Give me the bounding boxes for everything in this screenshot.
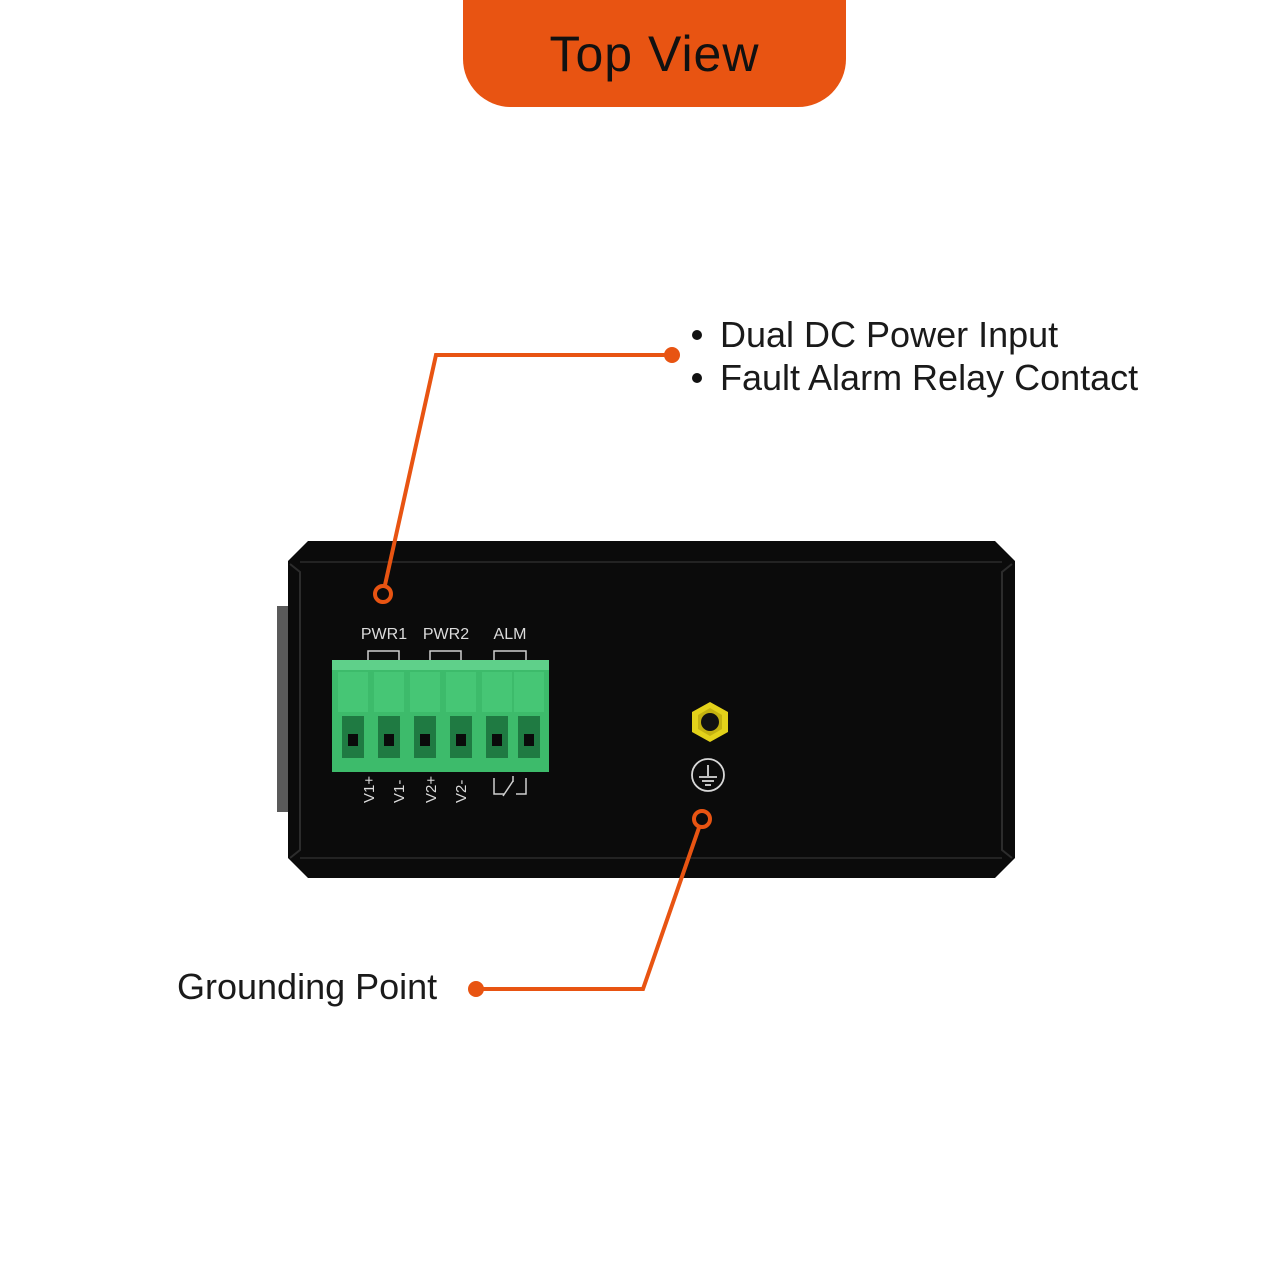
callout-fault-alarm: Fault Alarm Relay Contact <box>692 356 1138 399</box>
callout-text: Dual DC Power Input <box>720 314 1059 355</box>
grounding-callout-leader <box>468 809 712 997</box>
terminal-slots <box>338 672 544 758</box>
terminal-block-icon <box>332 660 549 772</box>
group-label-alm: ALM <box>494 626 527 643</box>
power-callout-leader <box>373 347 680 604</box>
terminal-block-body <box>332 660 549 772</box>
callout-dot <box>664 347 680 363</box>
group-brackets <box>367 650 527 660</box>
pin-label-v1-minus: V1- <box>391 780 408 803</box>
din-rail-clip <box>277 606 289 812</box>
group-label-pwr1: PWR1 <box>361 626 407 643</box>
callout-ring <box>692 809 712 829</box>
grounding-callout: Grounding Point <box>177 966 438 1007</box>
pin-label-v2-minus: V2- <box>453 780 470 803</box>
ground-screw-icon <box>692 702 728 742</box>
page-title: Top View <box>549 25 760 82</box>
callout-text: Fault Alarm Relay Contact <box>720 357 1139 398</box>
callout-dot <box>468 981 484 997</box>
relay-contact-icon <box>493 776 527 797</box>
header-tab: Top View <box>463 0 846 107</box>
power-callout-list: Dual DC Power Input Fault Alarm Relay Co… <box>692 313 1138 399</box>
callout-dual-dc-power: Dual DC Power Input <box>692 313 1138 356</box>
earth-ground-icon <box>691 758 725 792</box>
pin-label-v2-plus: V2+ <box>423 776 440 803</box>
group-label-pwr2: PWR2 <box>423 626 469 643</box>
device-chassis <box>277 541 1015 878</box>
device-body <box>288 541 1015 878</box>
bullet-icon <box>692 372 702 383</box>
pin-label-v1-plus: V1+ <box>361 776 378 803</box>
bullet-icon <box>692 329 702 340</box>
callout-ring <box>373 584 393 604</box>
